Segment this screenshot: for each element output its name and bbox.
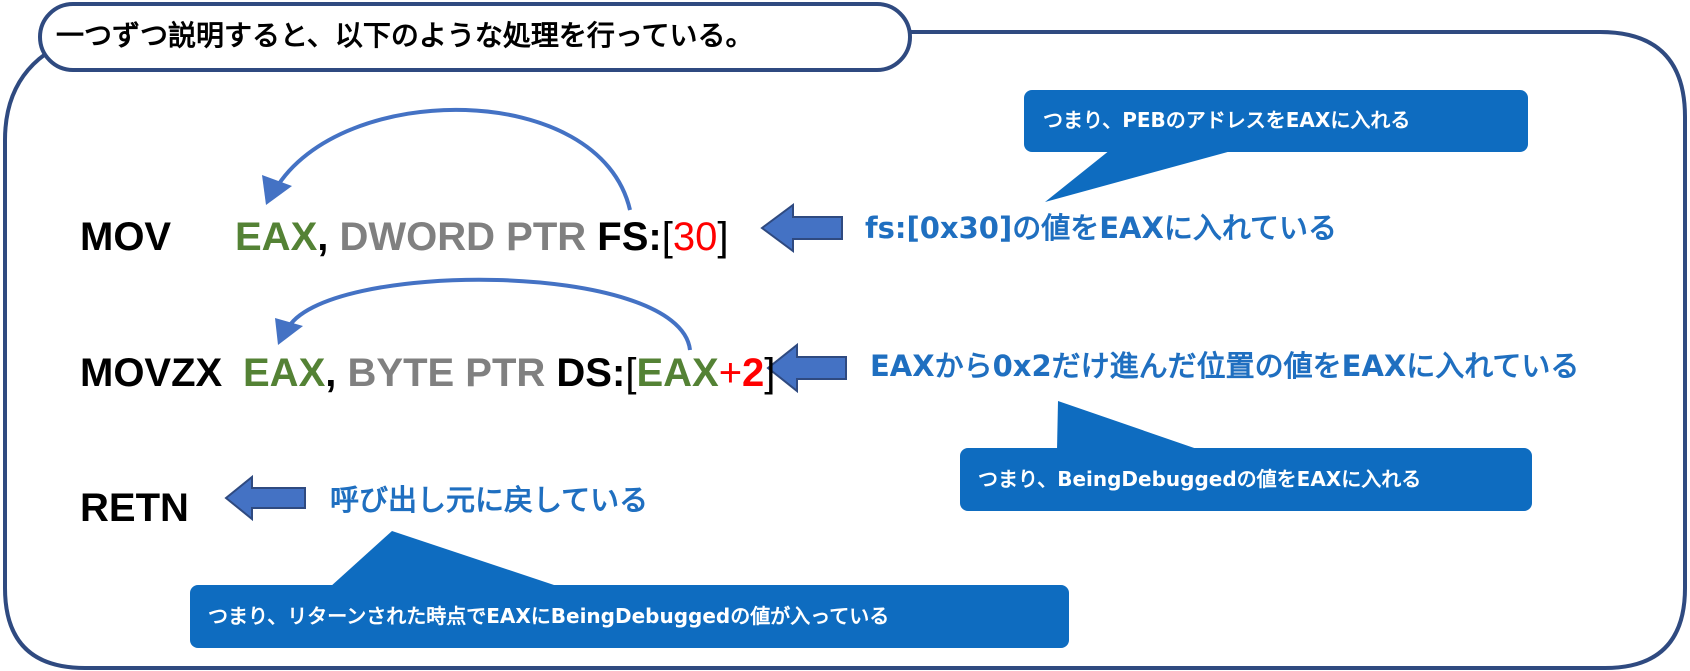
opcode: RETN bbox=[80, 486, 189, 530]
operands: EAX, BYTE PTR DS:[EAX+2] bbox=[243, 353, 775, 393]
title-box bbox=[38, 2, 912, 72]
callout-text: つまり、リターンされた時点でEAXにBeingDebuggedの値が入っている bbox=[208, 604, 890, 628]
ptr-keyword: BYTE PTR bbox=[347, 351, 546, 395]
offset-number: 2 bbox=[742, 351, 765, 395]
register: EAX bbox=[235, 215, 318, 259]
curved-arrow-head bbox=[275, 318, 303, 345]
instruction-row: RETN bbox=[80, 488, 189, 528]
ptr-keyword: DWORD PTR bbox=[339, 215, 587, 259]
segment: DS: bbox=[556, 351, 626, 395]
explanation: 呼び出し元に戻している bbox=[330, 483, 649, 517]
callout-bubble bbox=[1024, 90, 1528, 202]
operands: EAX, DWORD PTR FS:[30] bbox=[235, 217, 728, 257]
curved-arrow-icon bbox=[273, 107, 632, 211]
segment: FS: bbox=[597, 215, 662, 259]
callout-text: つまり、BeingDebuggedの値をEAXに入れる bbox=[978, 467, 1422, 491]
explanation: EAXから0x2だけ進んだ位置の値をEAXに入れている bbox=[870, 349, 1580, 383]
page-title: 一つずつ説明すると、以下のような処理を行っている。 bbox=[56, 19, 754, 52]
close-bracket: ] bbox=[717, 215, 729, 259]
comma: , bbox=[325, 351, 337, 395]
curved-arrow-head bbox=[262, 175, 292, 205]
instruction-row: MOVZX bbox=[80, 353, 222, 393]
callout-bubble bbox=[190, 531, 1069, 648]
left-arrow-icon bbox=[224, 474, 306, 522]
open-bracket: [ bbox=[625, 351, 637, 395]
callout-text: つまり、PEBのアドレスをEAXに入れる bbox=[1043, 108, 1411, 132]
explanation: fs:[0x30]の値をEAXに入れている bbox=[865, 211, 1337, 245]
offset-number: 30 bbox=[672, 215, 718, 259]
main-frame bbox=[3, 28, 1687, 670]
left-arrow-icon bbox=[760, 203, 843, 253]
inner-register: EAX bbox=[636, 351, 719, 395]
plus-sign: + bbox=[718, 351, 743, 395]
opcode: MOVZX bbox=[80, 351, 223, 395]
curved-arrow-icon bbox=[285, 277, 692, 351]
instruction-row: MOV bbox=[80, 217, 171, 257]
comma: , bbox=[317, 215, 329, 259]
open-bracket: [ bbox=[661, 215, 673, 259]
register: EAX bbox=[243, 351, 326, 395]
close-bracket: ] bbox=[764, 351, 776, 395]
callout-bubble bbox=[960, 401, 1532, 511]
left-arrow-icon bbox=[766, 342, 847, 394]
opcode: MOV bbox=[80, 215, 172, 259]
